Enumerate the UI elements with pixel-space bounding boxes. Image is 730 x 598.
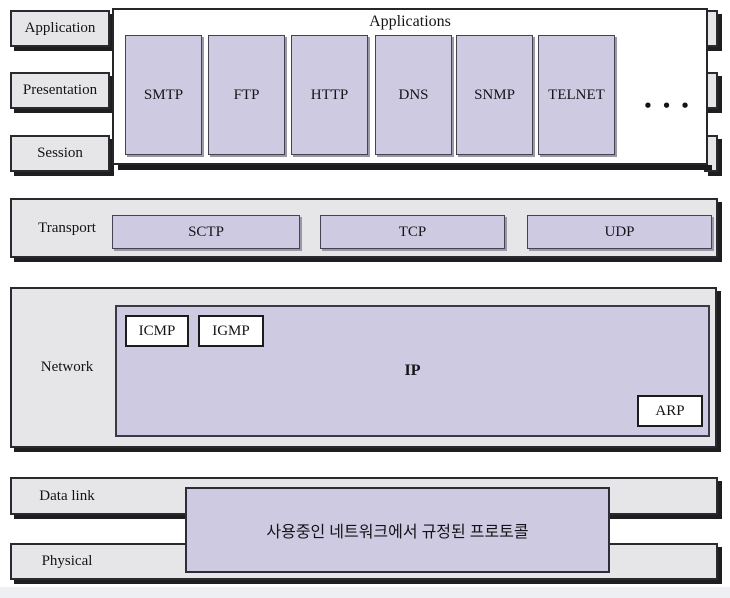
layer-box-application: Application: [10, 10, 110, 47]
layer-label-datalink: Data link: [39, 487, 95, 504]
layer-label-physical: Physical: [41, 553, 93, 569]
protocol-box-ip: IP ICMP IGMP ARP: [115, 305, 710, 437]
more-protocols-ellipsis: •••: [643, 97, 699, 115]
protocol-box-ftp: FTP: [208, 35, 285, 155]
network-layer-box: Network IP ICMP IGMP ARP: [10, 287, 717, 448]
protocol-box-icmp: ICMP: [125, 315, 189, 347]
protocol-box-dns: DNS: [375, 35, 452, 155]
layer-label-transport: Transport: [38, 219, 96, 236]
protocol-box-arp: ARP: [637, 395, 703, 427]
layer-box-session: Session: [10, 135, 110, 172]
layer-label-session: Session: [37, 145, 83, 161]
applications-title: Applications: [369, 13, 451, 30]
underlying-network-protocols-label: 사용중인 네트워크에서 규정된 프로토콜: [266, 524, 529, 541]
applications-container: Applications SMTP FTP HTTP DNS SNMP TELN…: [112, 8, 712, 170]
transport-layer-bar: Transport SCTP TCP UDP: [10, 198, 718, 258]
ip-label: IP: [404, 362, 421, 379]
protocol-box-udp: UDP: [527, 215, 712, 249]
layer-label-network: Network: [40, 359, 94, 375]
layer-label-presentation: Presentation: [22, 82, 98, 98]
protocol-box-tcp: TCP: [320, 215, 505, 249]
layer-label-application: Application: [24, 20, 96, 36]
protocol-box-igmp: IGMP: [198, 315, 264, 347]
protocol-box-http: HTTP: [291, 35, 368, 155]
protocol-box-smtp: SMTP: [125, 35, 202, 155]
protocol-box-sctp: SCTP: [112, 215, 300, 249]
protocol-box-snmp: SNMP: [456, 35, 533, 155]
protocol-box-telnet: TELNET: [538, 35, 615, 155]
layer-box-presentation: Presentation: [10, 72, 110, 109]
background-strip: [0, 587, 730, 598]
underlying-network-protocols-box: 사용중인 네트워크에서 규정된 프로토콜: [185, 487, 610, 573]
